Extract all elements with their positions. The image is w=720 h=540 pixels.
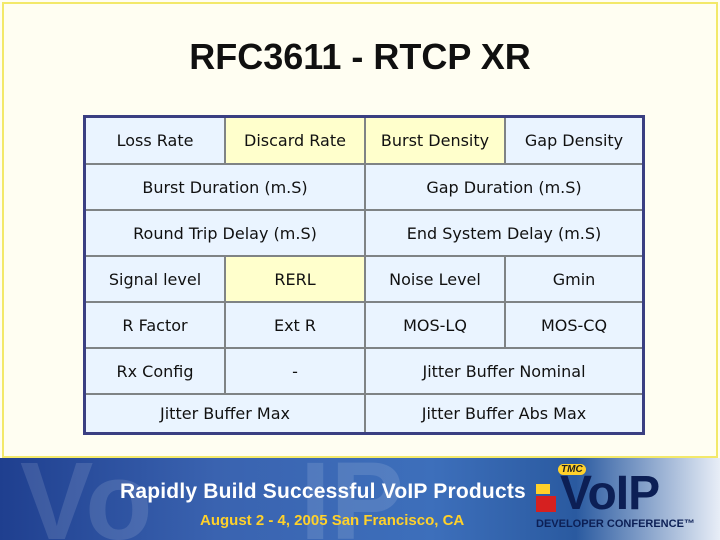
slide-frame (2, 2, 718, 458)
cell-signal-level: Signal level (86, 257, 224, 301)
cell-burst-density: Burst Density (366, 118, 504, 163)
cell-gap-density: Gap Density (506, 118, 642, 163)
cell-round-trip-delay: Round Trip Delay (m.S) (86, 211, 364, 255)
cell-rx-config: Rx Config (86, 349, 224, 393)
col-divider (504, 257, 506, 347)
slide-title: RFC3611 - RTCP XR (189, 36, 531, 77)
banner-watermark: IP (300, 458, 404, 540)
cell-mos-cq: MOS-CQ (506, 303, 642, 347)
col-divider (224, 118, 226, 163)
col-divider (364, 118, 366, 432)
cell-loss-rate: Loss Rate (86, 118, 224, 163)
voip-logo: TMC VoIP DEVELOPER CONFERENCE™ (530, 458, 720, 540)
cell-discard-rate: Discard Rate (226, 118, 364, 163)
cell-end-system-delay: End System Delay (m.S) (366, 211, 642, 255)
cell-jitter-buffer-nominal: Jitter Buffer Nominal (366, 349, 642, 393)
tmc-badge: TMC (558, 464, 586, 475)
cell-ext-r: Ext R (226, 303, 364, 347)
logo-blocks-icon (536, 484, 566, 512)
conference-banner: Vo IP Rapidly Build Successful VoIP Prod… (0, 458, 720, 540)
banner-watermark: Vo (20, 458, 153, 540)
banner-dates: August 2 - 4, 2005 San Francisco, CA (200, 512, 465, 529)
col-divider (504, 118, 506, 163)
logo-subtitle: DEVELOPER CONFERENCE™ (536, 518, 695, 530)
logo-word: VoIP (560, 467, 660, 520)
cell-rerl: RERL (226, 257, 364, 301)
cell-mos-lq: MOS-LQ (366, 303, 504, 347)
cell-jitter-buffer-max: Jitter Buffer Max (86, 395, 364, 432)
cell-jitter-buffer-abs-max: Jitter Buffer Abs Max (366, 395, 642, 432)
xr-metrics-table: Loss Rate Discard Rate Burst Density Gap… (83, 115, 645, 435)
cell-r-factor: R Factor (86, 303, 224, 347)
cell-gmin: Gmin (506, 257, 642, 301)
cell-placeholder-dash: - (226, 349, 364, 393)
cell-gap-duration: Gap Duration (m.S) (366, 165, 642, 209)
col-divider (224, 257, 226, 393)
banner-tagline: Rapidly Build Successful VoIP Products (120, 480, 526, 503)
cell-burst-duration: Burst Duration (m.S) (86, 165, 364, 209)
cell-noise-level: Noise Level (366, 257, 504, 301)
